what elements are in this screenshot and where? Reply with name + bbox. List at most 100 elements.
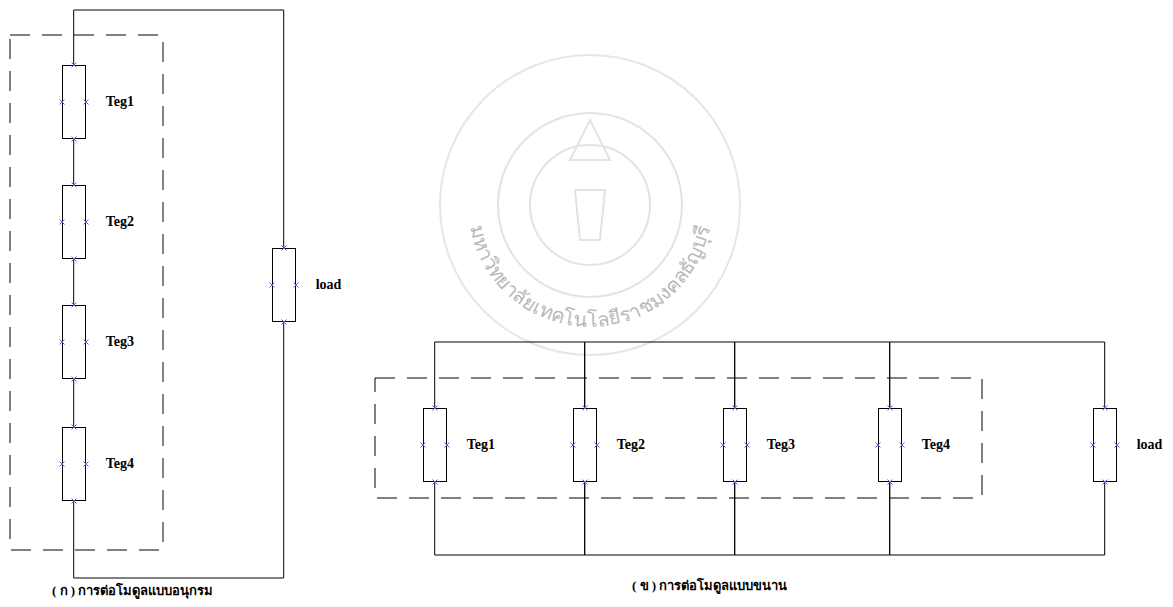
wire-connector (74, 322, 284, 578)
emblem-figure (570, 120, 610, 240)
module-box (723, 408, 747, 482)
terminal-mark (71, 137, 76, 142)
module-box (1093, 408, 1117, 482)
emblem-ring (440, 55, 740, 355)
terminal-mark (71, 377, 76, 382)
teg-module-node: Teg3 (62, 305, 134, 379)
module-box (62, 427, 86, 501)
wire-connector (435, 342, 585, 408)
terminal-mark (720, 443, 725, 448)
figure-caption: ( ข ) การต่อโมดูลแบบขนาน (632, 578, 787, 594)
terminal-mark (732, 480, 737, 485)
terminal-marks (878, 408, 902, 482)
module-box (62, 185, 86, 259)
module-box (62, 65, 86, 139)
terminal-mark (1102, 406, 1107, 411)
wire-connector (890, 482, 1105, 555)
module-label-group: load (316, 277, 342, 294)
terminal-marks (272, 248, 296, 322)
terminal-mark (71, 63, 76, 68)
caption-holder: ( ก ) การต่อโมดูลแบบอนุกรม (52, 583, 213, 599)
module-label: Teg3 (767, 437, 795, 454)
module-label-group: Teg1 (106, 94, 134, 111)
wire-connector (435, 482, 585, 555)
terminal-marks (423, 408, 447, 482)
module-label-group: load (1137, 437, 1163, 454)
module-box (573, 408, 597, 482)
caption-holder: ( ข ) การต่อโมดูลแบบขนาน (632, 578, 787, 594)
terminal-mark (71, 257, 76, 262)
terminal-mark (744, 443, 749, 448)
teg-module-node: load (1093, 408, 1163, 482)
teg-module-node: Teg2 (62, 185, 134, 259)
module-box (423, 408, 447, 482)
terminal-mark (1114, 443, 1119, 448)
terminal-mark (732, 406, 737, 411)
terminal-mark (83, 462, 88, 467)
terminal-mark (83, 220, 88, 225)
teg-module-node: Teg4 (878, 408, 950, 482)
terminal-mark (281, 320, 286, 325)
teg-module-node: Teg4 (62, 427, 134, 501)
terminal-mark (59, 340, 64, 345)
terminal-mark (59, 462, 64, 467)
module-label-group: Teg4 (922, 437, 950, 454)
terminal-marks (723, 408, 747, 482)
module-label-group: Teg1 (467, 437, 495, 454)
wire-connector (73, 379, 74, 427)
terminal-mark (875, 443, 880, 448)
terminal-mark (570, 443, 575, 448)
module-label: Teg4 (922, 437, 950, 454)
terminal-mark (281, 246, 286, 251)
wire-connector (735, 342, 890, 408)
watermark-text: มหาวิทยาลัยเทคโนโลยีราชมงคลธัญบุรี (465, 223, 715, 332)
group-dashed-outline (10, 35, 163, 550)
teg-module-node: Teg2 (573, 408, 645, 482)
wire-connector (585, 482, 735, 555)
module-label-group: Teg3 (106, 334, 134, 351)
module-box (272, 248, 296, 322)
wire-connector (73, 259, 74, 305)
module-label-group: Teg4 (106, 456, 134, 473)
terminal-mark (899, 443, 904, 448)
teg-module-node: Teg1 (62, 65, 134, 139)
module-label-group: Teg3 (767, 437, 795, 454)
terminal-mark (1102, 480, 1107, 485)
group-dashed-outline (375, 378, 982, 498)
module-label: Teg3 (106, 334, 134, 351)
terminal-mark (887, 406, 892, 411)
figure-caption: ( ก ) การต่อโมดูลแบบอนุกรม (52, 583, 213, 599)
wire-connector (74, 10, 284, 248)
module-box (878, 408, 902, 482)
terminal-mark (71, 499, 76, 504)
terminal-marks (62, 305, 86, 379)
terminal-mark (432, 406, 437, 411)
terminal-mark (71, 303, 76, 308)
wire-connector (890, 342, 1105, 408)
terminal-mark (71, 425, 76, 430)
teg-module-node: load (272, 248, 342, 322)
terminal-mark (269, 283, 274, 288)
terminal-mark (420, 443, 425, 448)
terminal-marks (1093, 408, 1117, 482)
terminal-mark (71, 183, 76, 188)
module-label: Teg2 (617, 437, 645, 454)
terminal-marks (62, 65, 86, 139)
terminal-mark (1090, 443, 1095, 448)
terminal-marks (62, 427, 86, 501)
teg-module-node: Teg1 (423, 408, 495, 482)
emblem-ring (498, 113, 682, 297)
module-label: Teg1 (467, 437, 495, 454)
terminal-mark (594, 443, 599, 448)
terminal-mark (444, 443, 449, 448)
wire-connector (585, 342, 735, 408)
module-label-group: Teg2 (106, 214, 134, 231)
module-label: Teg1 (106, 94, 134, 111)
terminal-mark (432, 480, 437, 485)
module-label: load (1137, 437, 1163, 454)
module-label: load (316, 277, 342, 294)
